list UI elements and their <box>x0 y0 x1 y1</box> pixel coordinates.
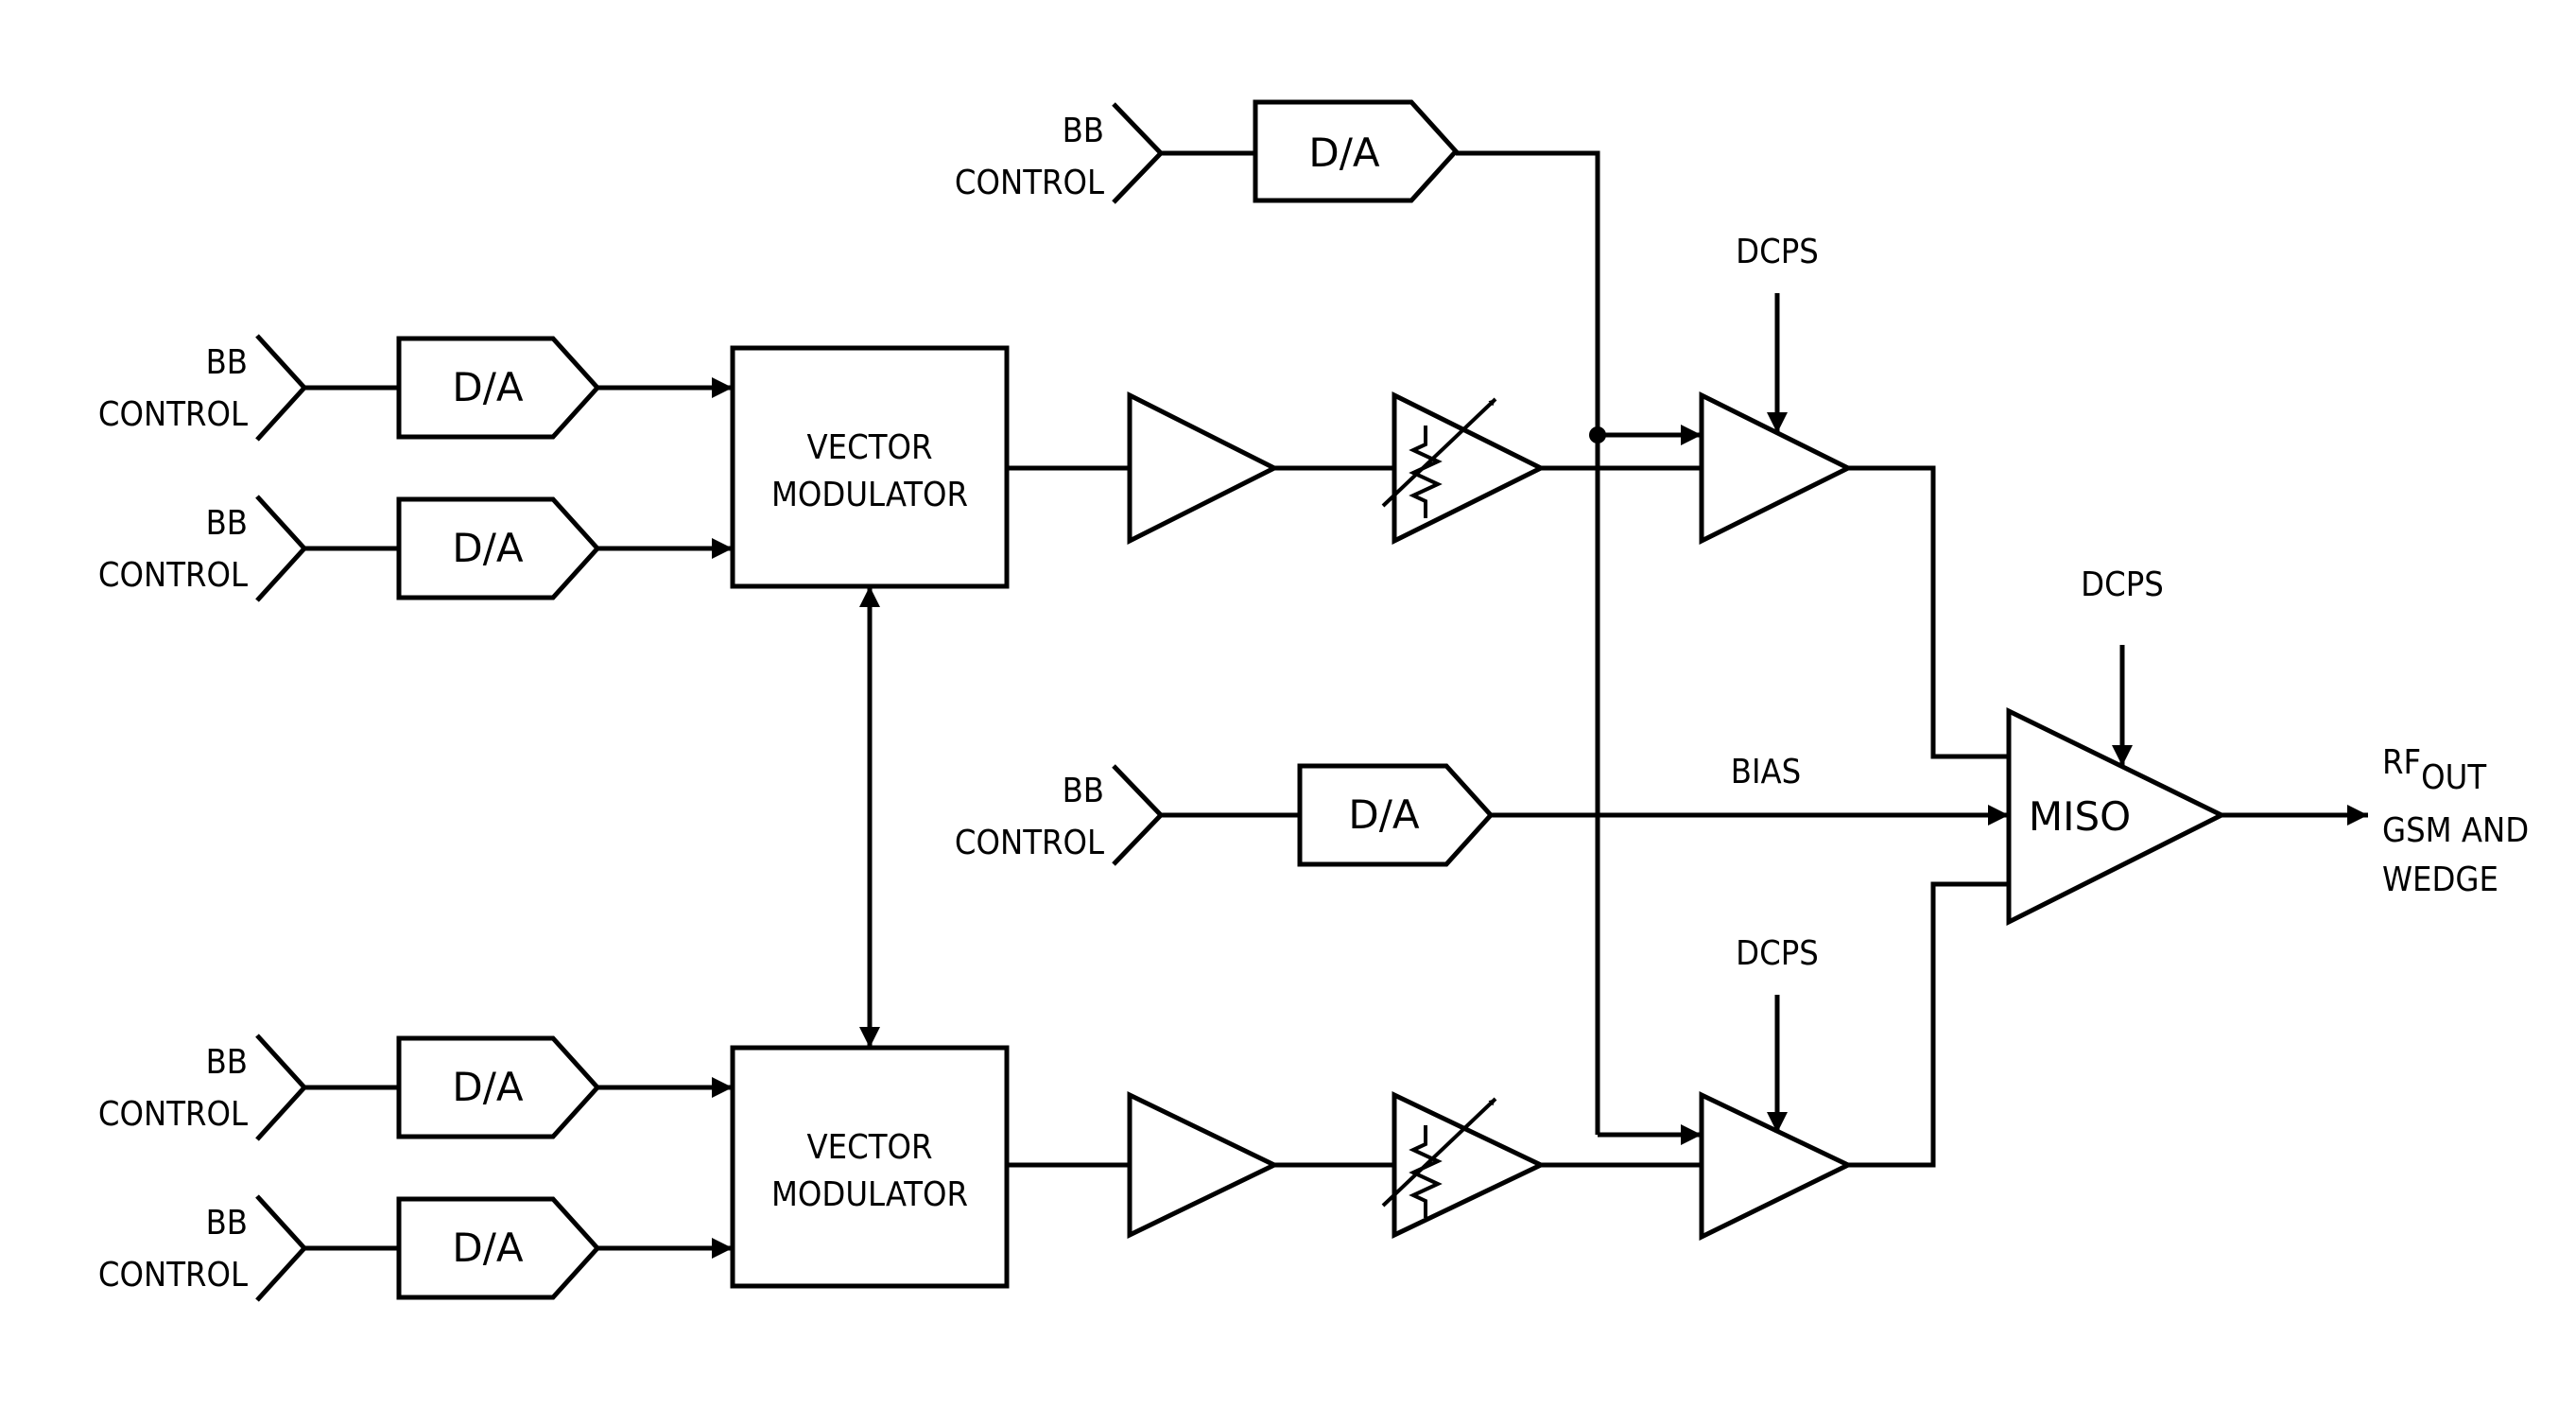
input-chevron <box>1114 766 1161 864</box>
bb-label: BB <box>1063 772 1104 810</box>
bb-label: BB <box>206 1043 248 1082</box>
control-bus-wire <box>1456 153 1598 1135</box>
vector-modulator-bottom-box <box>733 1048 1007 1286</box>
rf-label-subscript: OUT <box>2421 758 2486 797</box>
bb-label: BB <box>1063 112 1104 150</box>
rf-label-main: RF <box>2382 743 2421 782</box>
da-label: D/A <box>452 1064 523 1110</box>
da-label: D/A <box>452 525 523 571</box>
rf-label: RFOUT <box>2382 743 2486 797</box>
da-label: D/A <box>1348 791 1419 838</box>
signal-wire <box>1848 884 2009 1165</box>
dcps-label: DCPS <box>1736 934 1819 973</box>
driver-amplifier-bottom <box>1130 1095 1274 1235</box>
junction-dot <box>1589 426 1606 443</box>
control-label: CONTROL <box>98 556 248 595</box>
vector-label: VECTOR <box>807 1128 933 1167</box>
control-label: CONTROL <box>955 824 1104 862</box>
dcps-label: DCPS <box>2081 565 2164 604</box>
bb-label: BB <box>206 1204 248 1243</box>
signal-wire <box>1848 468 2009 756</box>
input-chevron <box>257 496 304 600</box>
driver-amplifier-top <box>1130 395 1274 541</box>
vector-label: VECTOR <box>807 428 933 467</box>
input-chevron <box>1114 104 1161 202</box>
bb-label: BB <box>206 343 248 382</box>
dcps-label: DCPS <box>1736 233 1819 271</box>
control-label: CONTROL <box>98 1256 248 1295</box>
variable-attenuator-top <box>1394 395 1541 541</box>
miso-label: MISO <box>2029 793 2131 840</box>
control-label: CONTROL <box>955 164 1104 202</box>
control-label: CONTROL <box>98 395 248 434</box>
bb-label: BB <box>206 504 248 543</box>
input-chevron <box>257 1035 304 1139</box>
input-chevron <box>257 336 304 440</box>
input-chevron <box>257 1196 304 1300</box>
gsm-and-label: GSM AND <box>2382 811 2529 850</box>
vector-modulator-top-box <box>733 348 1007 586</box>
da-label: D/A <box>1308 130 1379 176</box>
modulator-label: MODULATOR <box>771 1175 968 1214</box>
variable-attenuator-bottom <box>1394 1095 1541 1235</box>
da-label: D/A <box>452 1225 523 1271</box>
control-label: CONTROL <box>98 1095 248 1134</box>
modulator-label: MODULATOR <box>771 476 968 514</box>
bias-label: BIAS <box>1731 753 1801 791</box>
da-label: D/A <box>452 364 523 410</box>
wedge-label: WEDGE <box>2382 860 2498 899</box>
